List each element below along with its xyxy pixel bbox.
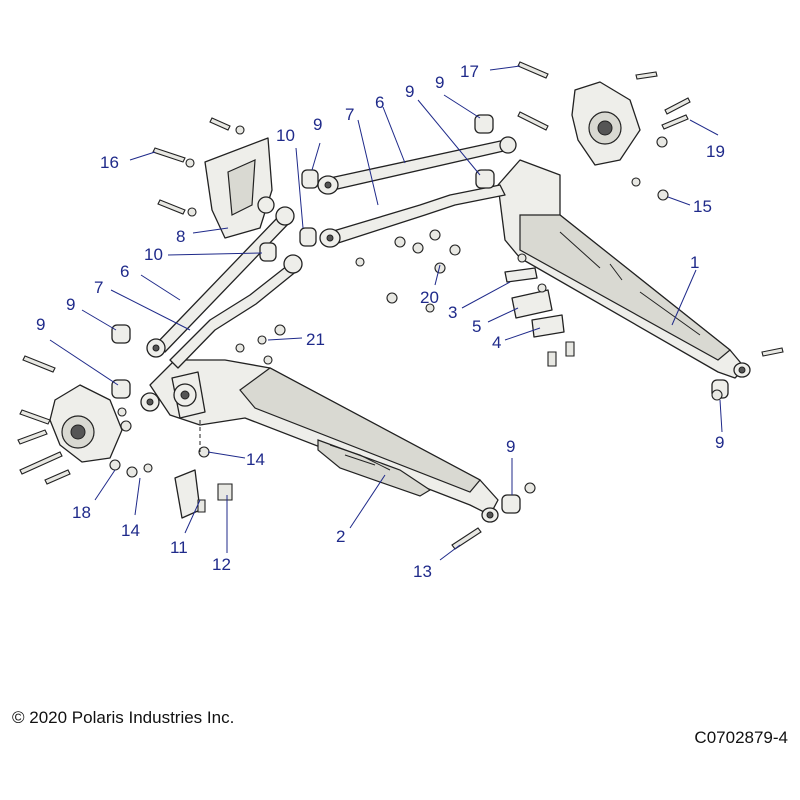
callout-12: 12: [212, 555, 231, 574]
callout-14-left: 14: [121, 521, 140, 540]
callout-3: 3: [448, 303, 457, 322]
callout-labels: 1 2 3 4 5 6 6 7 7 8 9 9 9 9 9 9 9 10 10 …: [36, 62, 725, 581]
callout-9-bottom: 9: [506, 437, 515, 456]
trailing-arm-left: [149, 359, 499, 523]
callout-9-left-b: 9: [36, 315, 45, 334]
callout-9-top-a: 9: [435, 73, 444, 92]
callout-5: 5: [472, 317, 481, 336]
callout-9-center: 9: [313, 115, 322, 134]
callout-19: 19: [706, 142, 725, 161]
callout-8: 8: [176, 227, 185, 246]
callout-7-left: 7: [94, 278, 103, 297]
callout-1: 1: [690, 253, 699, 272]
callout-7-upper: 7: [345, 105, 354, 124]
copyright-notice: © 2020 Polaris Industries Inc.: [12, 708, 235, 727]
bushings: [111, 114, 729, 514]
callout-9-top-b: 9: [405, 82, 414, 101]
nuts: [109, 125, 723, 494]
callout-16: 16: [100, 153, 119, 172]
callout-6-left: 6: [120, 262, 129, 281]
callout-18: 18: [72, 503, 91, 522]
hub-knuckle-right: [571, 81, 641, 166]
callout-15: 15: [693, 197, 712, 216]
drawing-number: C0702879-4: [694, 728, 788, 747]
callout-9-left-a: 9: [66, 295, 75, 314]
plates: [174, 267, 565, 519]
trailing-arm-right: [497, 159, 751, 379]
leader-lines: [49, 65, 723, 561]
curved-rod-upper-right: [319, 184, 506, 248]
callout-21: 21: [306, 330, 325, 349]
callout-20: 20: [420, 288, 439, 307]
callout-10-left: 10: [144, 245, 163, 264]
callout-17: 17: [460, 62, 479, 81]
bolts: [17, 61, 784, 550]
callout-14-right: 14: [246, 450, 265, 469]
callout-4: 4: [492, 333, 501, 352]
callout-9-right: 9: [715, 433, 724, 452]
callout-11: 11: [170, 538, 188, 557]
callout-13: 13: [413, 562, 432, 581]
mounting-bracket: [204, 137, 275, 239]
callout-2: 2: [336, 527, 345, 546]
control-rod-left: [140, 206, 303, 412]
callout-10-upper: 10: [276, 126, 295, 145]
callout-6-upper: 6: [375, 93, 384, 112]
hub-knuckle-left: [49, 384, 123, 463]
